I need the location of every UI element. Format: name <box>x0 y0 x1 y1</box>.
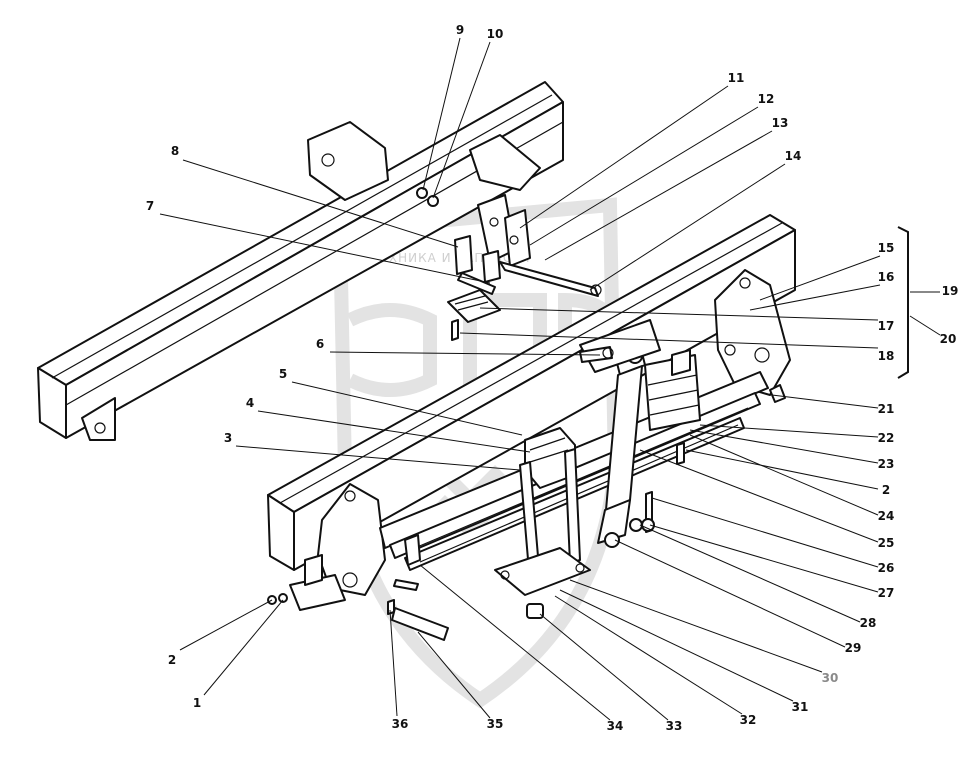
callout-label-c13: 13 <box>772 116 789 130</box>
leader-line-c26 <box>651 497 879 568</box>
callout-label-c7: 7 <box>146 199 154 213</box>
callout-label-c35: 35 <box>487 717 504 731</box>
leader-line-c16 <box>749 284 881 311</box>
leader-line-c6 <box>329 351 601 356</box>
leader-line-c34 <box>419 564 611 721</box>
callout-label-c9: 9 <box>456 23 464 37</box>
leader-line-c30 <box>569 579 823 673</box>
leader-line-c24 <box>689 434 879 516</box>
leader-line-c14 <box>589 163 786 291</box>
callout-label-c27: 27 <box>878 586 895 600</box>
callout-label-c34: 34 <box>607 719 624 733</box>
leader-line-c21 <box>771 394 879 409</box>
leader-line-c25 <box>639 449 879 543</box>
callout-label-c10: 10 <box>487 27 504 41</box>
callout-label-c15: 15 <box>878 241 895 255</box>
leader-line-c18 <box>459 332 879 349</box>
leader-line-c15 <box>759 255 881 301</box>
callout-label-c25: 25 <box>878 536 895 550</box>
callout-label-c1: 1 <box>193 696 201 710</box>
leader-line-c31 <box>559 589 794 702</box>
leader-line-c22 <box>699 424 879 438</box>
leader-line-c27 <box>649 524 879 593</box>
leader-line-c3 <box>235 445 521 471</box>
frame-crossmember-bracket <box>307 121 389 201</box>
callout-label-c14: 14 <box>785 149 802 163</box>
callout-label-c20: 20 <box>940 332 957 346</box>
leader-line-c9 <box>422 37 461 191</box>
leader-line-c4 <box>257 410 531 453</box>
callout-label-c3: 3 <box>224 431 232 445</box>
rear-spring-bracket <box>714 269 791 403</box>
leader-line-c13 <box>544 130 773 261</box>
callout-label-c4: 4 <box>246 396 254 410</box>
frame-rail-left <box>37 81 564 441</box>
leader-line-c20 <box>909 315 941 336</box>
callout-label-c2b: 2 <box>882 483 890 497</box>
shackle-bracket-assembly <box>454 134 602 297</box>
callout-label-c11: 11 <box>728 71 745 85</box>
leader-line-c33 <box>539 613 669 721</box>
callout-label-c16: 16 <box>878 270 895 284</box>
callout-label-c32: 32 <box>740 713 757 727</box>
callout-label-c22: 22 <box>878 431 895 445</box>
leader-line-c35 <box>417 631 491 719</box>
leader-line-c10 <box>432 41 491 199</box>
callout-label-c17: 17 <box>878 319 895 333</box>
callout-label-c6: 6 <box>316 337 324 351</box>
group-bracket <box>897 226 909 379</box>
u-bolt-stirrup <box>494 427 591 596</box>
leader-line-c28 <box>639 524 861 623</box>
callout-label-c30: 30 <box>822 671 839 685</box>
front-spring-bracket <box>289 483 386 611</box>
leader-line-c32 <box>554 595 743 715</box>
callout-label-c12: 12 <box>758 92 775 106</box>
callout-label-c21: 21 <box>878 402 895 416</box>
callout-label-c8: 8 <box>171 144 179 158</box>
leader-line-c1 <box>203 599 284 696</box>
callout-label-c33: 33 <box>666 719 683 733</box>
leader-line-c29 <box>614 539 846 648</box>
callout-label-c36: 36 <box>392 717 409 731</box>
bump-stop-assembly <box>644 349 701 431</box>
shock-upper-bracket <box>579 319 661 373</box>
callout-label-c29: 29 <box>845 641 862 655</box>
leader-line-c2b <box>685 449 879 490</box>
callout-label-c28: 28 <box>860 616 877 630</box>
leader-line-c12 <box>529 106 759 246</box>
callout-label-c2a: 2 <box>168 653 176 667</box>
leader-line-c17 <box>479 307 879 321</box>
callout-label-c23: 23 <box>878 457 895 471</box>
callout-label-c5: 5 <box>279 367 287 381</box>
leader-line-c11 <box>519 85 729 229</box>
leader-line-c7 <box>159 213 491 284</box>
leader-line-c23 <box>689 429 879 464</box>
callout-label-c24: 24 <box>878 509 895 523</box>
leader-line-c5 <box>291 381 523 436</box>
callout-label-c31: 31 <box>792 700 809 714</box>
leader-line-c8 <box>182 159 459 248</box>
callout-label-c18: 18 <box>878 349 895 363</box>
loose-hardware <box>267 187 685 641</box>
callout-label-c26: 26 <box>878 561 895 575</box>
leader-line-c36 <box>389 609 398 717</box>
callout-label-c19: 19 <box>942 284 959 298</box>
leader-line-c2a <box>179 599 273 651</box>
